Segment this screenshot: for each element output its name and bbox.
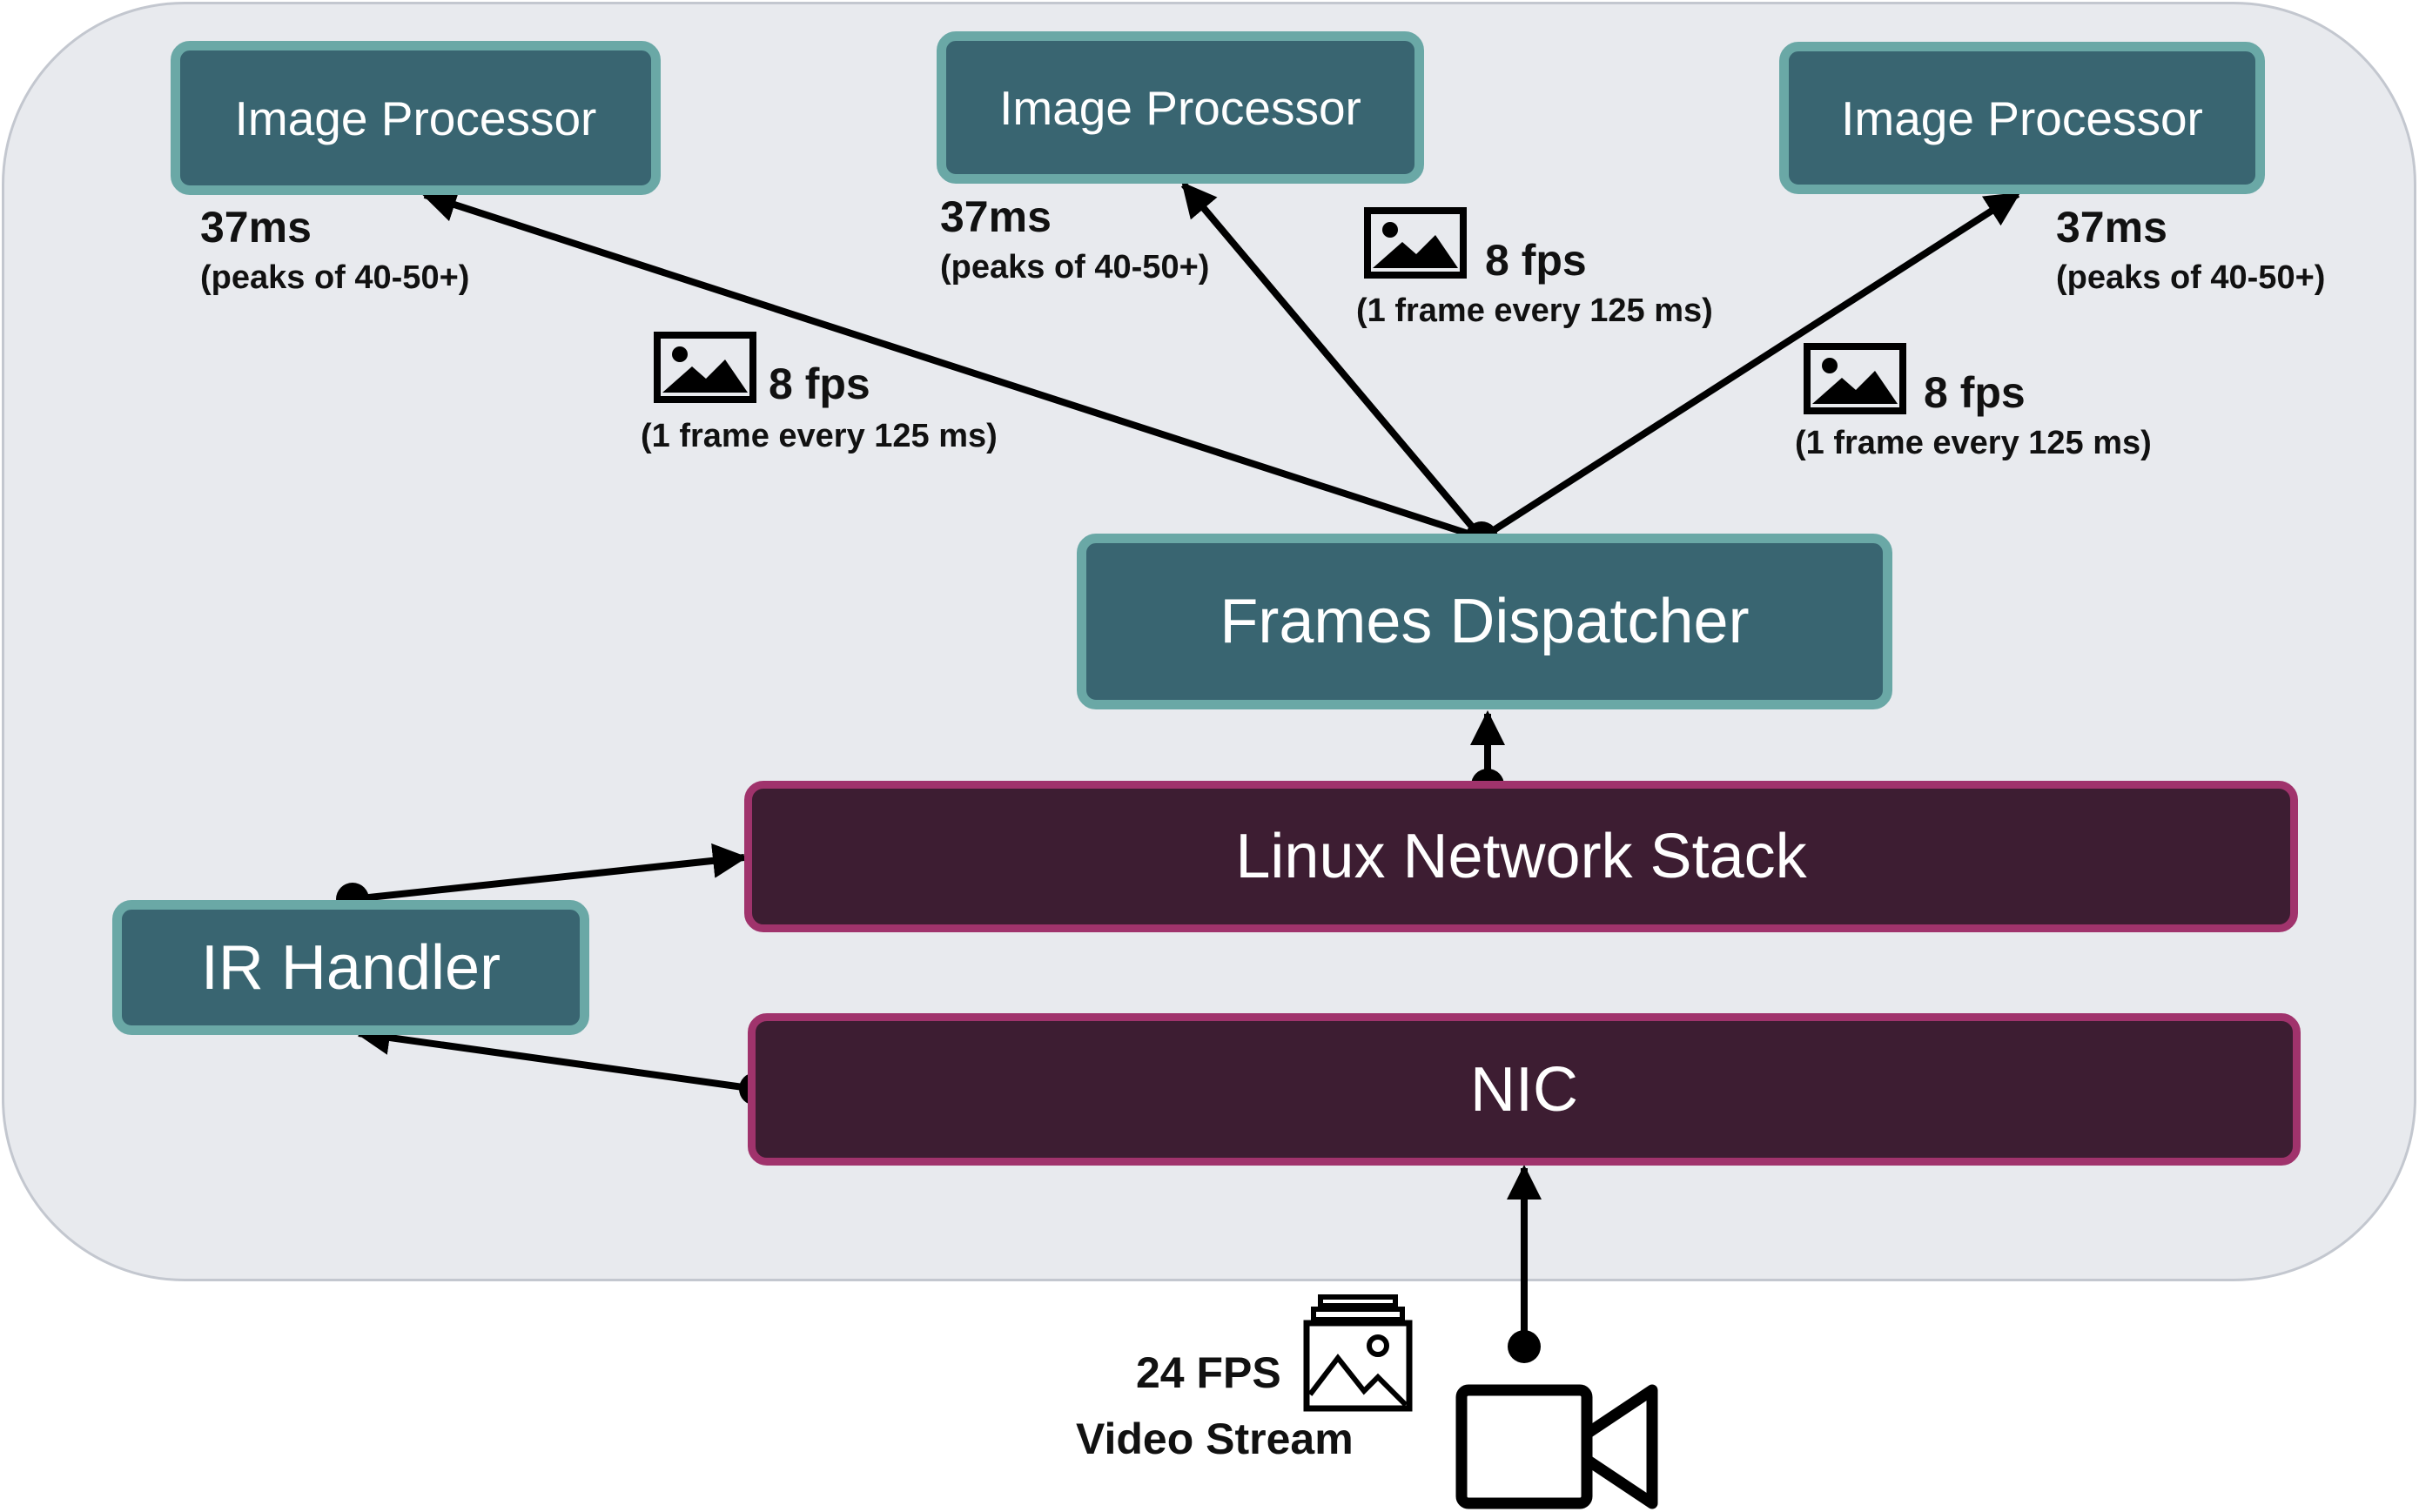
stream-label: Video Stream bbox=[1076, 1415, 1354, 1463]
video-camera-icon bbox=[1455, 1384, 1658, 1509]
ir-handler: IR Handler bbox=[112, 900, 589, 1035]
latency-label-1: 37ms bbox=[200, 203, 312, 252]
linux-network-stack-label: Linux Network Stack bbox=[1235, 822, 1807, 891]
arrow-to-processor-3 bbox=[1479, 191, 2021, 541]
stream-fps-label: 24 FPS bbox=[1136, 1348, 1281, 1397]
nic: NIC bbox=[748, 1013, 2301, 1166]
peaks-label-2: (peaks of 40-50+) bbox=[940, 249, 1210, 286]
image-icon bbox=[654, 332, 756, 403]
peaks-label-1: (peaks of 40-50+) bbox=[200, 259, 470, 296]
interval-label-3: (1 frame every 125 ms) bbox=[1795, 425, 2152, 461]
nic-label: NIC bbox=[1470, 1054, 1578, 1125]
latency-label-3: 37ms bbox=[2056, 203, 2167, 252]
camera-point bbox=[1508, 1330, 1541, 1363]
image-processor-label: Image Processor bbox=[1841, 91, 2203, 145]
fps-label-2: 8 fps bbox=[1485, 236, 1587, 285]
arrow-nic-to-ir bbox=[355, 1020, 756, 1092]
image-processor-label: Image Processor bbox=[234, 91, 597, 145]
fps-label-3: 8 fps bbox=[1924, 368, 2026, 417]
interval-label-2: (1 frame every 125 ms) bbox=[1356, 292, 1713, 329]
arrow-to-processor-1 bbox=[421, 188, 1483, 541]
fps-label-1: 8 fps bbox=[769, 360, 870, 408]
ir-handler-label: IR Handler bbox=[200, 932, 501, 1003]
linux-network-stack: Linux Network Stack bbox=[744, 781, 2298, 932]
image-processor-2: Image Processor bbox=[937, 31, 1424, 184]
arrow-ir-to-stack bbox=[352, 843, 748, 903]
latency-label-2: 37ms bbox=[940, 192, 1052, 241]
arrow-to-processor-2 bbox=[1180, 181, 1485, 541]
frames-dispatcher: Frames Dispatcher bbox=[1077, 534, 1892, 709]
frames-dispatcher-label: Frames Dispatcher bbox=[1220, 587, 1750, 656]
image-stack-icon bbox=[1303, 1294, 1413, 1412]
image-processor-1: Image Processor bbox=[171, 41, 661, 195]
peaks-label-3: (peaks of 40-50+) bbox=[2056, 259, 2326, 296]
image-processor-3: Image Processor bbox=[1779, 42, 2265, 194]
image-icon bbox=[1804, 343, 1906, 414]
interval-label-1: (1 frame every 125 ms) bbox=[641, 418, 998, 454]
image-processor-label: Image Processor bbox=[999, 80, 1361, 135]
image-icon bbox=[1364, 207, 1467, 279]
